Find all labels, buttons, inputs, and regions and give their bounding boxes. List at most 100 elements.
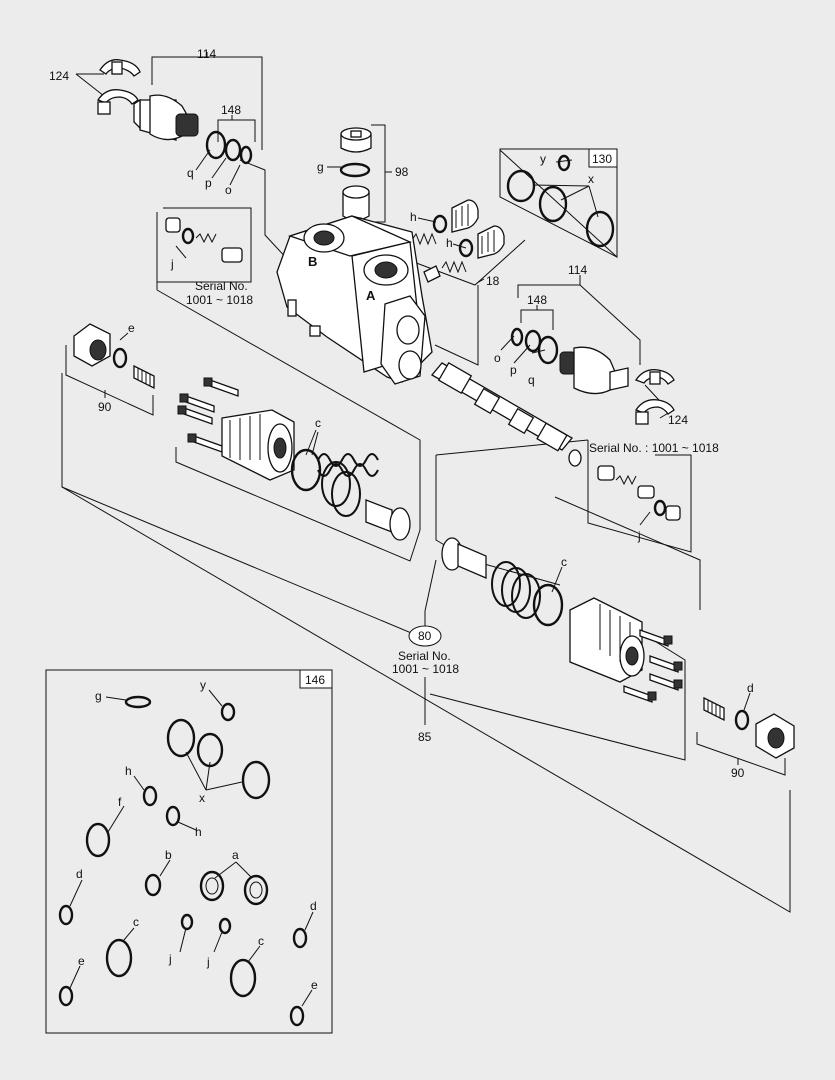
label-serial-left-2: 1001 ~ 1018 xyxy=(186,293,253,307)
end-cap-90-left xyxy=(73,323,111,367)
leaders-opq-right xyxy=(434,285,671,419)
clip-124-right-lower xyxy=(635,399,675,425)
oring-x-130-b xyxy=(538,185,568,223)
box-146-tag xyxy=(299,669,333,689)
bracket-80 xyxy=(424,439,701,626)
kit-oring-j1 xyxy=(180,913,194,931)
oring-g-98 xyxy=(339,162,371,178)
label-x-130: x xyxy=(588,172,594,186)
spring-right xyxy=(491,561,541,619)
spring-housing-right xyxy=(569,597,645,683)
kit-seal-a1 xyxy=(199,870,225,902)
oring-p-right xyxy=(524,329,542,353)
kit-label-j2: j xyxy=(206,955,210,969)
valve-body xyxy=(276,215,433,385)
bracket-90-left xyxy=(65,332,154,416)
label-p-right: p xyxy=(510,363,517,377)
kit-label-a: a xyxy=(232,848,239,862)
label-146: 146 xyxy=(305,673,325,687)
spring-left xyxy=(317,453,379,517)
oring-o-right xyxy=(510,327,524,347)
label-e-left: e xyxy=(128,321,135,335)
badge-80 xyxy=(408,625,442,647)
box-130 xyxy=(499,148,618,259)
end-cap-90-right xyxy=(755,713,795,759)
label-114-top: 114 xyxy=(197,47,216,61)
plug-left xyxy=(133,364,155,390)
kit-seal-a2 xyxy=(243,874,269,906)
kit-oring-b xyxy=(144,873,162,897)
kit-label-e1: e xyxy=(78,954,85,968)
kit-label-c2: c xyxy=(258,934,264,948)
port-label-b: B xyxy=(308,254,317,269)
kit-label-d1: d xyxy=(76,867,83,881)
relief-valve-cartridge-right xyxy=(559,346,629,395)
oring-q-right xyxy=(537,335,559,365)
bracket-serial-left xyxy=(156,207,421,530)
oring-o-top xyxy=(239,145,253,165)
kit-label-d2: d xyxy=(310,899,317,913)
relief-valve-cartridge-top xyxy=(133,94,199,141)
label-18: 18 xyxy=(486,274,500,288)
kit-label-g: g xyxy=(95,689,102,703)
label-130: 130 xyxy=(592,152,612,166)
label-serial-80-1: Serial No. xyxy=(398,649,451,663)
leaders-qpo-top xyxy=(195,149,291,263)
check-valve-lower xyxy=(423,225,505,283)
label-o-top: o xyxy=(225,183,232,197)
kit-label-e2: e xyxy=(311,978,318,992)
bolts-left xyxy=(177,377,239,453)
kit-oring-x1 xyxy=(166,718,196,758)
bolts-right xyxy=(623,629,683,703)
kit-oring-x3 xyxy=(241,760,271,800)
kit-oring-x2 xyxy=(196,732,224,768)
kit-oring-d1 xyxy=(58,904,74,926)
label-98: 98 xyxy=(395,165,409,179)
clip-124-top-upper xyxy=(99,59,141,77)
plug-right xyxy=(703,696,725,722)
bracket-148-right xyxy=(520,305,554,330)
label-serial-80-2: 1001 ~ 1018 xyxy=(392,662,459,676)
label-q-right: q xyxy=(528,373,535,387)
oring-y-130 xyxy=(557,154,571,172)
label-90-left: 90 xyxy=(98,400,112,414)
clip-124-top-lower xyxy=(97,89,139,115)
label-o-right: o xyxy=(494,351,501,365)
bracket-114-top xyxy=(151,52,263,150)
kit-oring-c1 xyxy=(105,938,133,978)
oring-x-130-c xyxy=(585,210,615,248)
label-148-right: 148 xyxy=(527,293,547,307)
kit-label-x: x xyxy=(199,791,205,805)
kit-oring-y xyxy=(220,702,236,722)
kit-label-y: y xyxy=(200,678,206,692)
label-h-upper: h xyxy=(410,210,417,224)
label-c-right: c xyxy=(561,555,567,569)
label-148-top: 148 xyxy=(221,103,241,117)
clip-124-right-upper xyxy=(635,369,675,385)
bracket-98 xyxy=(327,124,392,223)
label-80: 80 xyxy=(418,629,432,643)
kit-oring-d2 xyxy=(292,927,308,949)
kit-label-j1: j xyxy=(168,952,172,966)
kit-oring-g xyxy=(124,695,152,709)
kit-label-h2: h xyxy=(195,825,202,839)
label-serial-left-1: Serial No. xyxy=(195,279,248,293)
box-130-tag xyxy=(588,148,618,168)
bracket-114-right xyxy=(517,275,641,365)
label-j-right: j xyxy=(637,529,641,543)
label-114-right: 114 xyxy=(568,263,587,277)
spring-seat-right xyxy=(441,537,487,579)
kit-oring-c2 xyxy=(229,958,257,998)
oring-q-top xyxy=(205,130,227,160)
kit-oring-h1 xyxy=(142,785,158,807)
kit-label-b: b xyxy=(165,848,172,862)
kit-label-f: f xyxy=(118,795,122,809)
kit-oring-f xyxy=(85,822,111,858)
kit-oring-j2 xyxy=(218,917,232,935)
label-85: 85 xyxy=(418,730,432,744)
label-g-98: g xyxy=(317,160,324,174)
leader-124-top xyxy=(75,73,105,97)
plug-98 xyxy=(340,127,372,153)
port-label-a: A xyxy=(366,288,376,303)
oring-d-right xyxy=(734,709,750,731)
